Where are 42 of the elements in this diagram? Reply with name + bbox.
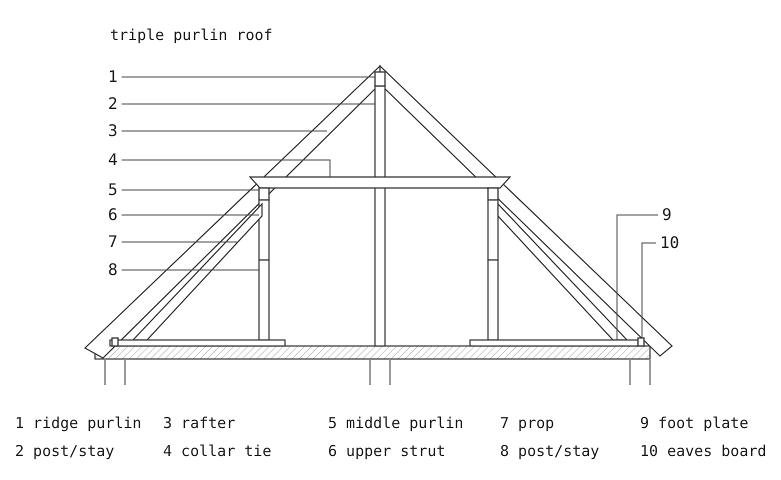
upper-strut: [258, 199, 270, 261]
legend-text: 3 rafter: [163, 414, 236, 432]
leader-line: [642, 242, 656, 338]
post: [374, 85, 386, 347]
prop: [132, 202, 263, 341]
legend-text: 8 post/stay: [500, 442, 600, 460]
legend-text: 9 foot plate: [640, 414, 748, 432]
middle-purlin: [487, 187, 499, 201]
callout-number: 8: [108, 261, 118, 279]
leader-line: [121, 76, 376, 78]
post: [487, 259, 499, 341]
foot-plate: [109, 339, 286, 347]
callout-number: 6: [108, 206, 118, 224]
callout-number: 10: [660, 234, 680, 252]
prop: [497, 202, 628, 341]
upper-strut: [487, 199, 499, 261]
callout-number: 7: [108, 233, 118, 251]
callout-number: 3: [108, 122, 118, 140]
legend-text: 5 middle purlin: [328, 414, 464, 432]
legend-text: 4 collar tie: [163, 442, 272, 460]
callout-number: 4: [108, 151, 118, 169]
leader-line: [121, 130, 328, 132]
callout-number: 5: [108, 181, 118, 199]
legend-text: 7 prop: [500, 414, 554, 432]
ceiling-slab: [94, 345, 651, 360]
ridge-purlin: [374, 71, 386, 87]
callout-number: 9: [662, 206, 672, 224]
rafter: [84, 64, 381, 359]
title: triple purlin roof: [110, 26, 273, 44]
legend-text: 1 ridge purlin: [15, 414, 142, 432]
leader-line: [121, 160, 330, 178]
callout-number: 1: [108, 68, 118, 86]
legend-text: 6 upper strut: [328, 442, 446, 460]
legend-text: 10 eaves board: [640, 442, 766, 460]
leader-line: [616, 214, 658, 340]
post: [258, 259, 270, 341]
legend-text: 2 post/stay: [15, 442, 114, 460]
leader-line: [121, 214, 260, 216]
foot-plate: [469, 339, 639, 347]
eaves-board: [637, 337, 645, 347]
collar-tie: [248, 176, 512, 189]
callout-number: 2: [108, 95, 118, 113]
